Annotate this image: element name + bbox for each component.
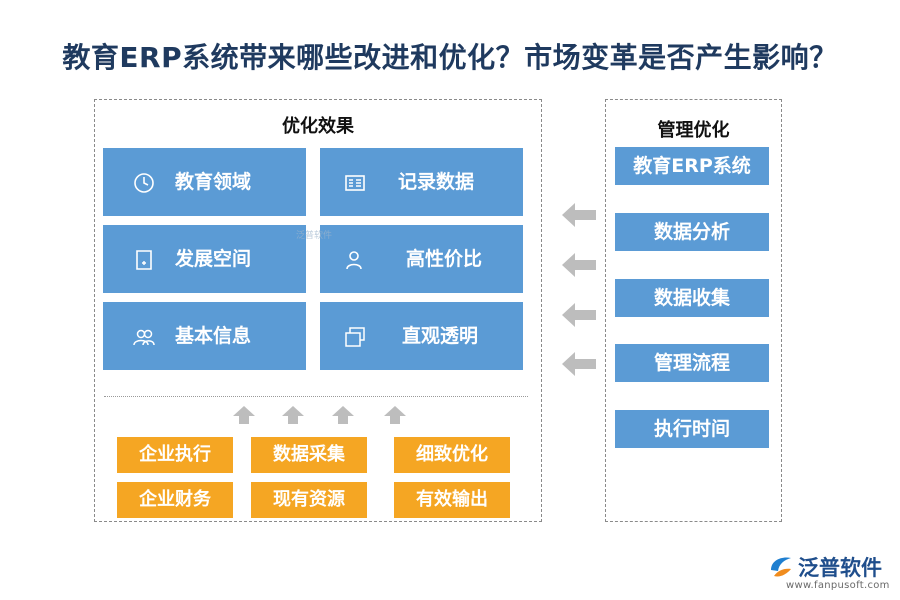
factor-effective-output: 有效输出 <box>394 482 510 518</box>
watermark: 泛普软件 <box>296 231 333 241</box>
optimization-effects-panel <box>94 99 542 522</box>
brand-name: 泛普软件 <box>798 556 882 580</box>
optimization-effects-heading: 优化效果 <box>282 116 354 137</box>
page-title: 教育ERP系统带来哪些改进和优化？市场变革是否产生影响？ <box>62 41 838 74</box>
mgmt-item-management-process: 管理流程 <box>615 344 769 382</box>
effect-card-label: 记录数据 <box>398 171 475 193</box>
register-icon <box>345 175 365 191</box>
effect-card-label: 高性价比 <box>406 248 483 270</box>
effect-card-development-space: 发展空间 <box>103 225 306 293</box>
up-arrow-icon <box>233 406 255 424</box>
divider <box>104 396 528 397</box>
clock-icon <box>134 173 154 193</box>
effect-card-cost-performance: 高性价比 <box>320 225 523 293</box>
stacked-windows-icon <box>345 327 365 347</box>
effect-card-label: 发展空间 <box>175 248 252 270</box>
mgmt-item-education-erp: 教育ERP系统 <box>615 147 769 185</box>
factor-fine-optimization: 细致优化 <box>394 437 510 473</box>
up-arrow-icon <box>384 406 406 424</box>
mgmt-item-data-gathering: 数据收集 <box>615 279 769 317</box>
document-icon <box>136 250 152 270</box>
mgmt-item-execution-time: 执行时间 <box>615 410 769 448</box>
factor-existing-resources: 现有资源 <box>251 482 367 518</box>
factor-data-collection: 数据采集 <box>251 437 367 473</box>
effect-card-education: 教育领域 <box>103 148 306 216</box>
left-arrow-icon <box>562 203 596 227</box>
left-arrow-icon <box>562 303 596 327</box>
management-optimization-panel <box>605 99 782 522</box>
effect-card-transparency: 直观透明 <box>320 302 523 370</box>
left-arrow-icon <box>562 253 596 277</box>
management-optimization-heading: 管理优化 <box>657 120 730 141</box>
mgmt-item-data-analysis: 数据分析 <box>615 213 769 251</box>
fanpu-logo-icon <box>771 557 791 577</box>
effect-card-basic-info: 基本信息 <box>103 302 306 370</box>
effect-card-label: 直观透明 <box>402 325 479 347</box>
factor-enterprise-finance: 企业财务 <box>117 482 233 518</box>
left-arrow-icon <box>562 352 596 376</box>
up-arrow-icon <box>282 406 304 424</box>
effect-card-label: 基本信息 <box>175 325 252 347</box>
effect-card-record-data: 记录数据 <box>320 148 523 216</box>
users-icon <box>133 329 155 346</box>
user-icon <box>346 251 362 270</box>
brand-url: www.fanpusoft.com <box>786 580 890 591</box>
up-arrow-icon <box>332 406 354 424</box>
factor-enterprise-execution: 企业执行 <box>117 437 233 473</box>
effect-card-label: 教育领域 <box>175 171 252 193</box>
